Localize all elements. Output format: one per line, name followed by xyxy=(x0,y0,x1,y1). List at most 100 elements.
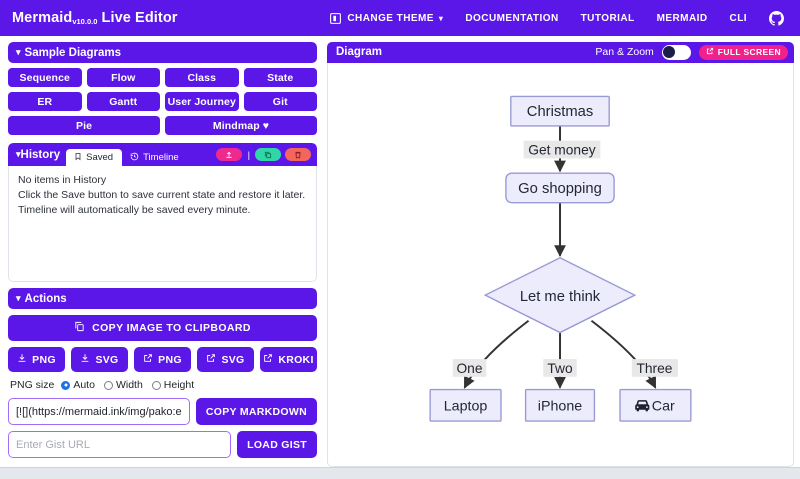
trash-icon xyxy=(294,151,302,159)
actions-card: ▾ Actions COPY IMAGE TO CLIPBOARD xyxy=(8,288,317,458)
sample-git-button[interactable]: Git xyxy=(243,92,317,111)
download-svg-button[interactable]: SVG xyxy=(71,347,128,372)
sample-diagrams-buttons: Sequence Flow Class State ER Gantt User … xyxy=(8,63,317,137)
nav-documentation[interactable]: DOCUMENTATION xyxy=(465,12,559,24)
download-png-label: PNG xyxy=(32,353,56,366)
full-screen-label: FULL SCREEN xyxy=(717,47,781,58)
node-iphone[interactable] xyxy=(524,388,596,422)
history-action-buttons: | xyxy=(216,148,311,161)
pan-zoom-toggle[interactable] xyxy=(661,44,691,60)
download-png-button[interactable]: PNG xyxy=(8,347,65,372)
sample-flow-button[interactable]: Flow xyxy=(86,68,160,87)
sample-pie-button[interactable]: Pie xyxy=(8,116,160,135)
png-size-group: PNG size Auto Width Height xyxy=(8,378,317,392)
right-panel: Diagram Pan & Zoom FULL SCREEN xyxy=(325,36,800,467)
full-screen-button[interactable]: FULL SCREEN xyxy=(698,44,788,60)
png-size-height-radio[interactable]: Height xyxy=(151,379,195,391)
copy-history-button[interactable] xyxy=(255,148,281,161)
diagram-card: Diagram Pan & Zoom FULL SCREEN xyxy=(327,42,794,467)
history-card: ▾ History Saved xyxy=(8,143,317,282)
actions-body: COPY IMAGE TO CLIPBOARD PNG xyxy=(8,309,317,458)
brand-version: v10.0.0 xyxy=(72,17,98,26)
edge-label-two: Two xyxy=(547,361,573,376)
copy-markdown-button[interactable]: COPY MARKDOWN xyxy=(195,398,317,425)
open-kroki-button[interactable]: KROKI xyxy=(260,347,317,372)
edge-label-get-money: Get money xyxy=(528,142,595,157)
open-svg-button[interactable]: SVG xyxy=(197,347,254,372)
copy-image-to-clipboard-button[interactable]: COPY IMAGE TO CLIPBOARD xyxy=(8,315,317,341)
flowchart-svg: Christmas Go shopping Let me think Lapto… xyxy=(429,95,692,422)
node-go-shopping[interactable] xyxy=(505,172,615,204)
download-icon xyxy=(17,353,27,366)
load-gist-button[interactable]: LOAD GIST xyxy=(237,431,317,458)
markdown-input[interactable] xyxy=(8,398,190,425)
brand-name: Mermaid xyxy=(12,10,73,26)
external-link-icon xyxy=(206,353,216,366)
top-navbar: Mermaidv10.0.0 Live Editor CHANGE THEME … xyxy=(0,0,800,36)
png-size-height-label: Height xyxy=(163,379,195,391)
open-png-label: PNG xyxy=(158,353,182,366)
node-let-me-think[interactable] xyxy=(483,256,637,333)
png-size-width-radio[interactable]: Width xyxy=(103,379,143,391)
node-car[interactable] xyxy=(619,388,692,422)
nav-change-theme[interactable]: CHANGE THEME ▾ xyxy=(329,12,443,25)
app-brand[interactable]: Mermaidv10.0.0 Live Editor xyxy=(12,10,178,26)
diagram-preview[interactable]: Christmas Go shopping Let me think Lapto… xyxy=(327,62,794,467)
open-png-button[interactable]: PNG xyxy=(134,347,191,372)
sample-row-1: Sequence Flow Class State xyxy=(8,68,317,87)
sample-sequence-button[interactable]: Sequence xyxy=(8,68,82,87)
nav-cli[interactable]: CLI xyxy=(729,12,747,24)
nav-tutorial[interactable]: TUTORIAL xyxy=(580,12,635,24)
edge-think-car xyxy=(590,319,657,389)
github-icon[interactable] xyxy=(769,10,784,26)
external-link-icon xyxy=(706,47,714,57)
tab-saved[interactable]: Saved xyxy=(66,149,123,166)
sample-diagrams-card: ▾ Sample Diagrams Sequence Flow Class St… xyxy=(8,42,317,137)
edge-label-bg xyxy=(543,358,577,377)
node-iphone-label: iPhone xyxy=(538,398,582,414)
node-go-shopping-label: Go shopping xyxy=(518,181,602,197)
radio-unselected-icon xyxy=(151,380,161,390)
edge-label-bg xyxy=(631,358,679,377)
node-christmas[interactable] xyxy=(510,95,610,127)
chevron-down-icon: ▾ xyxy=(438,13,444,23)
history-tabs: Saved Timeline xyxy=(66,143,187,166)
flowchart-edges xyxy=(463,123,657,389)
bottom-scroll-strip xyxy=(0,467,800,479)
sample-gantt-button[interactable]: Gantt xyxy=(86,92,160,111)
tab-timeline[interactable]: Timeline xyxy=(122,149,188,166)
png-size-auto-radio[interactable]: Auto xyxy=(61,379,95,391)
bookmark-icon xyxy=(74,152,82,164)
sample-row-3: Pie Mindmap ♥ xyxy=(8,116,317,135)
history-title: History xyxy=(20,148,61,161)
gist-url-input[interactable] xyxy=(8,431,232,458)
edge-label-three: Three xyxy=(636,361,672,376)
delete-history-button[interactable] xyxy=(285,148,311,161)
chevron-down-icon[interactable]: ▾ xyxy=(16,149,21,159)
sample-state-button[interactable]: State xyxy=(243,68,317,87)
radio-unselected-icon xyxy=(103,380,113,390)
png-size-auto-label: Auto xyxy=(73,379,95,391)
external-link-icon xyxy=(263,353,273,366)
chevron-down-icon: ▾ xyxy=(16,293,21,303)
sample-mindmap-button[interactable]: Mindmap ♥ xyxy=(165,116,317,135)
diagram-title: Diagram xyxy=(336,46,383,59)
tab-timeline-label: Timeline xyxy=(143,152,179,163)
edge-label-one: One xyxy=(456,361,482,376)
nav-mermaid[interactable]: MERMAID xyxy=(656,12,708,24)
history-header: ▾ History Saved xyxy=(8,143,317,166)
node-laptop-label: Laptop xyxy=(444,398,488,414)
save-history-button[interactable] xyxy=(216,148,243,161)
sample-er-button[interactable]: ER xyxy=(8,92,82,111)
sample-user-journey-button[interactable]: User Journey xyxy=(165,92,239,111)
sample-class-button[interactable]: Class xyxy=(165,68,239,87)
history-empty-line-3: Timeline will automatically be saved eve… xyxy=(18,204,251,217)
gist-row: LOAD GIST xyxy=(8,431,317,458)
actions-header[interactable]: ▾ Actions xyxy=(8,288,317,309)
history-button-separator: | xyxy=(247,149,250,160)
open-kroki-label: KROKI xyxy=(278,353,314,366)
sample-diagrams-header[interactable]: ▾ Sample Diagrams xyxy=(8,42,317,63)
save-upload-icon xyxy=(225,151,233,159)
node-laptop[interactable] xyxy=(429,388,502,422)
